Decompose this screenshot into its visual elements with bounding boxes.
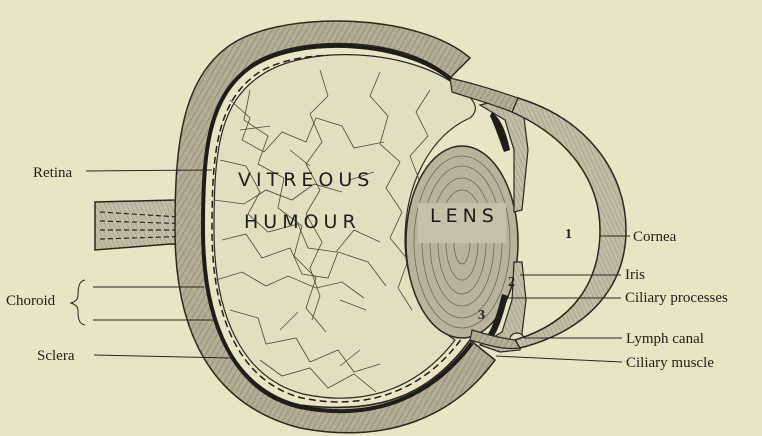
callout-lymph-canal: Lymph canal (626, 331, 704, 347)
leader-ciliary-muscle (496, 356, 622, 362)
callout-iris: Iris (625, 267, 645, 283)
label-chamber-2: 2 (508, 275, 515, 290)
callout-ciliary-muscle: Ciliary muscle (626, 355, 714, 371)
label-humour: HUMOUR (244, 211, 361, 233)
callout-sclera: Sclera (37, 348, 75, 364)
callout-cornea: Cornea (633, 229, 677, 245)
callout-retina: Retina (33, 165, 72, 181)
cornea (512, 98, 626, 348)
callout-ciliary-processes: Ciliary processes (625, 290, 728, 306)
label-chamber-3: 3 (478, 308, 485, 323)
callout-choroid: Choroid (6, 293, 56, 309)
label-vitreous: VITREOUS (238, 169, 374, 191)
label-chamber-1: 1 (565, 227, 572, 242)
label-lens: LENS (430, 205, 499, 227)
choroid-brace (71, 280, 85, 325)
